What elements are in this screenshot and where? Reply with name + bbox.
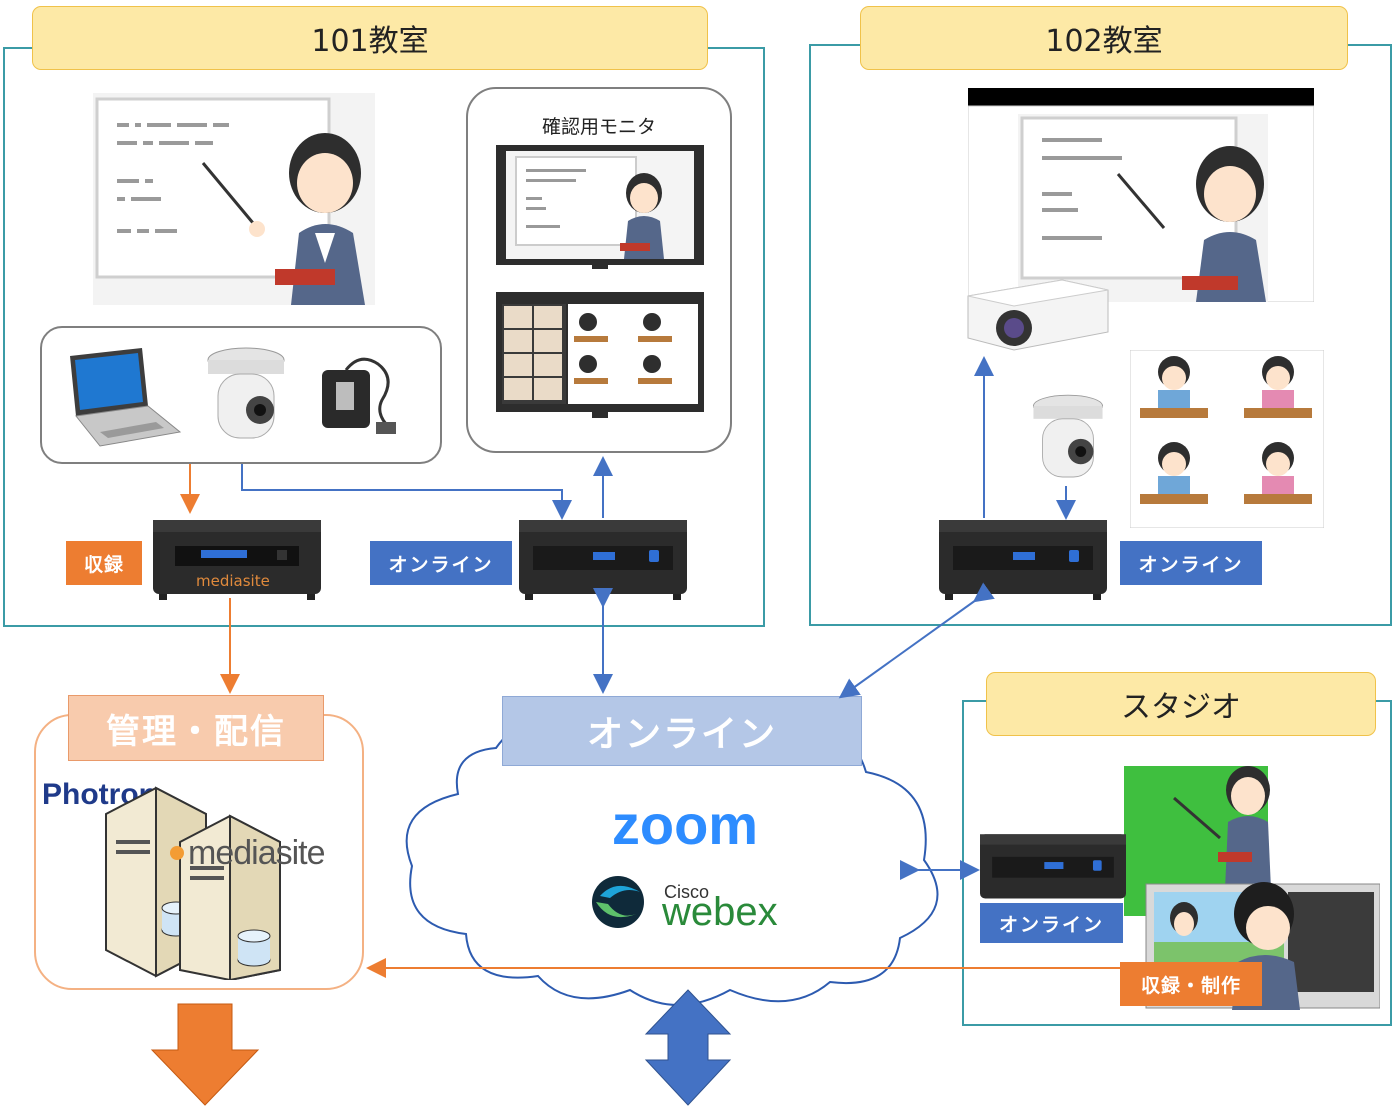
online-pc-101 [519,520,687,600]
laptop-icon [70,348,182,447]
mediasite-logo: mediasite [188,834,326,872]
monitor-students-screen [496,292,704,418]
webex-label: webex [662,890,778,934]
online-tag-101: オンライン [370,541,512,585]
zoom-logo: zoom [611,793,759,856]
teacher-whiteboard-illustration [93,93,375,305]
audio-device-icon [322,357,396,434]
room-102-title: 102教室 [860,6,1348,70]
record-production-tag: 収録・制作 [1120,962,1262,1006]
server-icon [105,786,281,980]
ptz-camera-102-icon [1033,394,1103,478]
room-101-title: 101教室 [32,6,708,70]
mediasite-brand-label: mediasite [196,572,270,590]
online-tag-studio: オンライン [980,903,1123,943]
management-title: 管理・配信 [68,695,324,761]
mediasite-logo-dot [170,846,184,860]
studio-title: スタジオ [986,672,1376,736]
mediasite-recorder-device [153,520,321,600]
online-tag-102: オンライン [1120,541,1262,585]
ptz-camera-icon [207,347,285,439]
monitor-teacher-screen [496,145,704,269]
online-pc-102 [939,520,1107,600]
cloud-title: オンライン [502,696,862,766]
webex-logo-icon [592,876,644,928]
projector-screen-illustration [968,88,1314,302]
record-tag-101: 収録 [66,541,142,585]
online-pc-studio [980,834,1126,899]
cisco-label: Cisco [664,882,710,902]
studio-greenscreen-illustration [1124,766,1380,1010]
projector-icon [967,279,1109,351]
students-illustration [1130,350,1324,528]
confirmation-monitor-label: 確認用モニタ [541,116,656,138]
